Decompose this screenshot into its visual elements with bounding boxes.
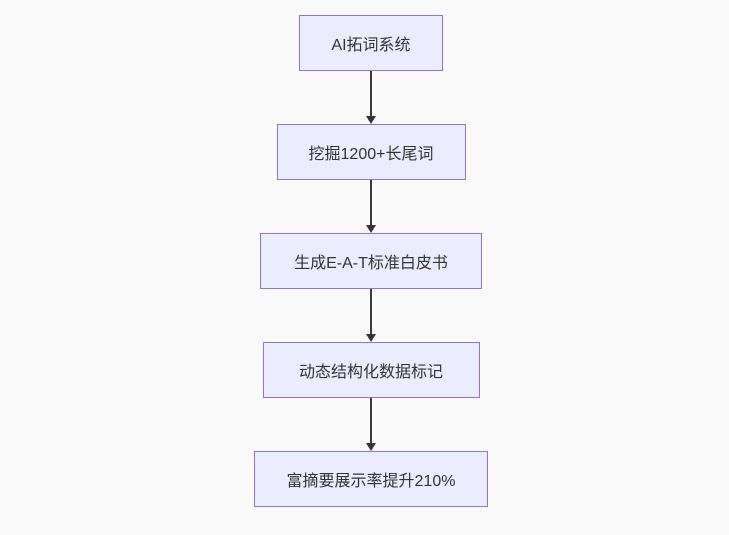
flow-node-1: AI拓词系统 — [299, 15, 443, 71]
edge-arrow-3 — [366, 289, 376, 342]
arrowhead-down-icon — [366, 334, 376, 342]
edge-arrow-4 — [366, 398, 376, 451]
edge-arrow-1 — [366, 71, 376, 124]
arrowhead-down-icon — [366, 116, 376, 124]
arrowhead-down-icon — [366, 225, 376, 233]
arrowhead-down-icon — [366, 443, 376, 451]
arrow-line — [370, 398, 372, 443]
arrow-line — [370, 180, 372, 225]
flow-node-5: 富摘要展示率提升210% — [254, 451, 488, 507]
flow-node-2: 挖掘1200+长尾词 — [276, 124, 466, 180]
arrow-line — [370, 289, 372, 334]
flow-node-4-label: 动态结构化数据标记 — [298, 364, 443, 381]
arrow-line — [370, 71, 372, 116]
flowchart: AI拓词系统 挖掘1200+长尾词 生成E-A-T标准白皮书 动态结构化数据标记… — [254, 15, 488, 507]
flow-node-3-label: 生成E-A-T标准白皮书 — [294, 255, 448, 272]
flow-node-3: 生成E-A-T标准白皮书 — [260, 233, 482, 289]
flow-node-5-label: 富摘要展示率提升210% — [286, 473, 456, 490]
flow-node-1-label: AI拓词系统 — [331, 37, 411, 54]
edge-arrow-2 — [366, 180, 376, 233]
flow-node-2-label: 挖掘1200+长尾词 — [308, 146, 434, 163]
flow-node-4: 动态结构化数据标记 — [262, 342, 480, 398]
